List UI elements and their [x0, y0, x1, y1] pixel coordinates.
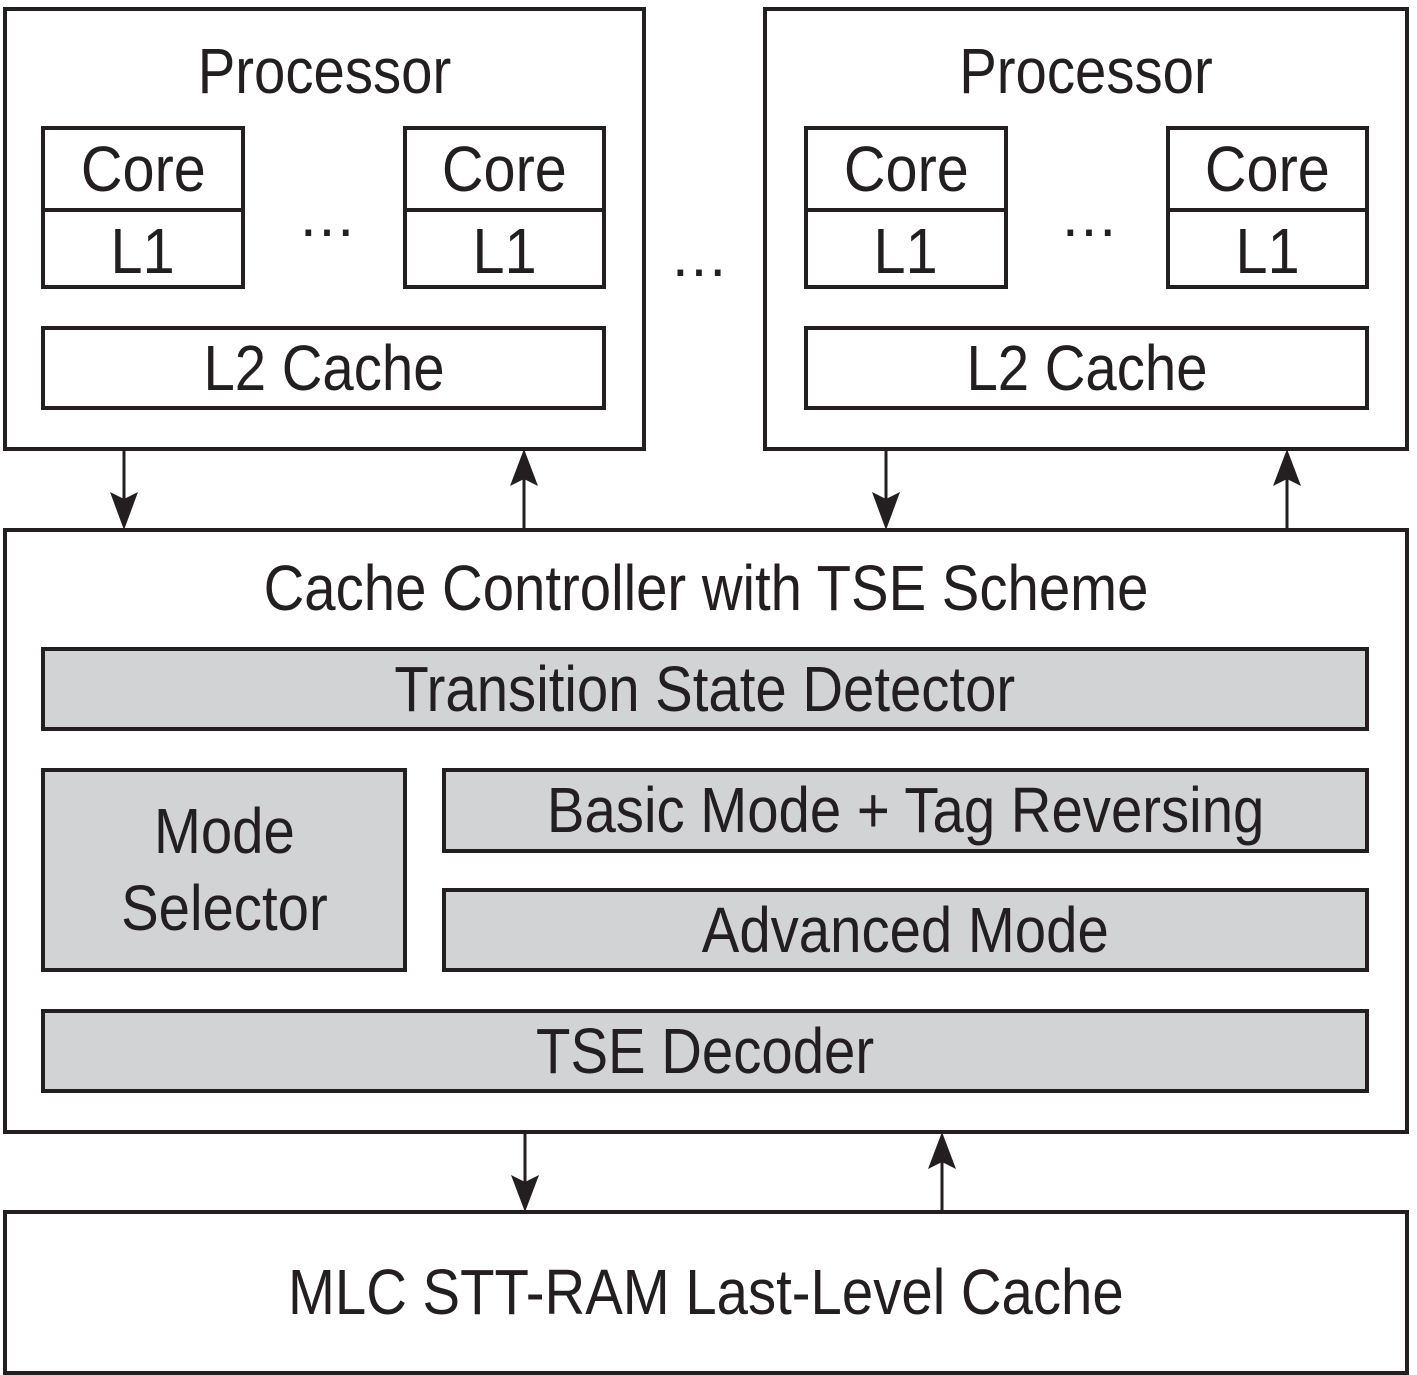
l1-cell: L1	[1170, 212, 1365, 289]
core-block: Core L1	[1166, 126, 1369, 289]
core-cell: Core	[808, 130, 1004, 212]
llc-label: MLC STT-RAM Last-Level Cache	[288, 1256, 1124, 1329]
arrow-down-icon	[872, 451, 900, 530]
mlc-stt-ram-llc: MLC STT-RAM Last-Level Cache	[3, 1210, 1409, 1375]
core-block: Core L1	[804, 126, 1008, 289]
l2-cache-label: L2 Cache	[202, 331, 445, 404]
mode-selector-label: Mode Selector	[120, 795, 328, 944]
core-label: Core	[843, 133, 969, 205]
processor-ellipsis: ...	[672, 222, 729, 289]
l1-label: L1	[1235, 214, 1300, 287]
l2-cache-label: L2 Cache	[965, 331, 1208, 404]
core-label: Core	[80, 133, 206, 205]
core-ellipsis: ...	[1062, 182, 1119, 249]
advanced-mode: Advanced Mode	[442, 888, 1369, 972]
l1-label: L1	[873, 214, 939, 287]
core-block: Core L1	[403, 126, 606, 289]
cache-controller-title: Cache Controller with TSE Scheme	[263, 552, 1149, 624]
core-cell: Core	[45, 130, 241, 212]
core-label: Core	[442, 133, 567, 205]
l2-cache-box: L2 Cache	[41, 326, 606, 410]
tse-decoder: TSE Decoder	[41, 1009, 1369, 1093]
basic-mode-tag-reversing: Basic Mode + Tag Reversing	[442, 768, 1369, 853]
core-block: Core L1	[41, 126, 245, 289]
transition-state-detector-label: Transition State Detector	[394, 652, 1016, 725]
tse-decoder-label: TSE Decoder	[535, 1014, 875, 1087]
transition-state-detector: Transition State Detector	[41, 647, 1369, 731]
processor-title: Processor	[959, 35, 1213, 107]
arrow-up-icon	[928, 1132, 956, 1210]
arrow-down-icon	[110, 451, 138, 530]
mode-selector: Mode Selector	[41, 768, 407, 972]
core-cell: Core	[407, 130, 602, 212]
l1-label: L1	[110, 214, 176, 287]
l1-cell: L1	[407, 212, 602, 289]
core-label: Core	[1205, 133, 1330, 205]
core-cell: Core	[1170, 130, 1365, 212]
l1-cell: L1	[45, 212, 241, 289]
l1-cell: L1	[808, 212, 1004, 289]
arrow-up-icon	[510, 449, 538, 528]
arrow-up-icon	[1273, 449, 1301, 528]
arrow-down-icon	[511, 1134, 539, 1212]
processor-title: Processor	[197, 35, 452, 107]
core-ellipsis: ...	[300, 182, 357, 249]
l1-label: L1	[472, 214, 537, 287]
basic-mode-label: Basic Mode + Tag Reversing	[546, 774, 1265, 847]
l2-cache-box: L2 Cache	[804, 326, 1369, 410]
advanced-mode-label: Advanced Mode	[701, 893, 1110, 966]
